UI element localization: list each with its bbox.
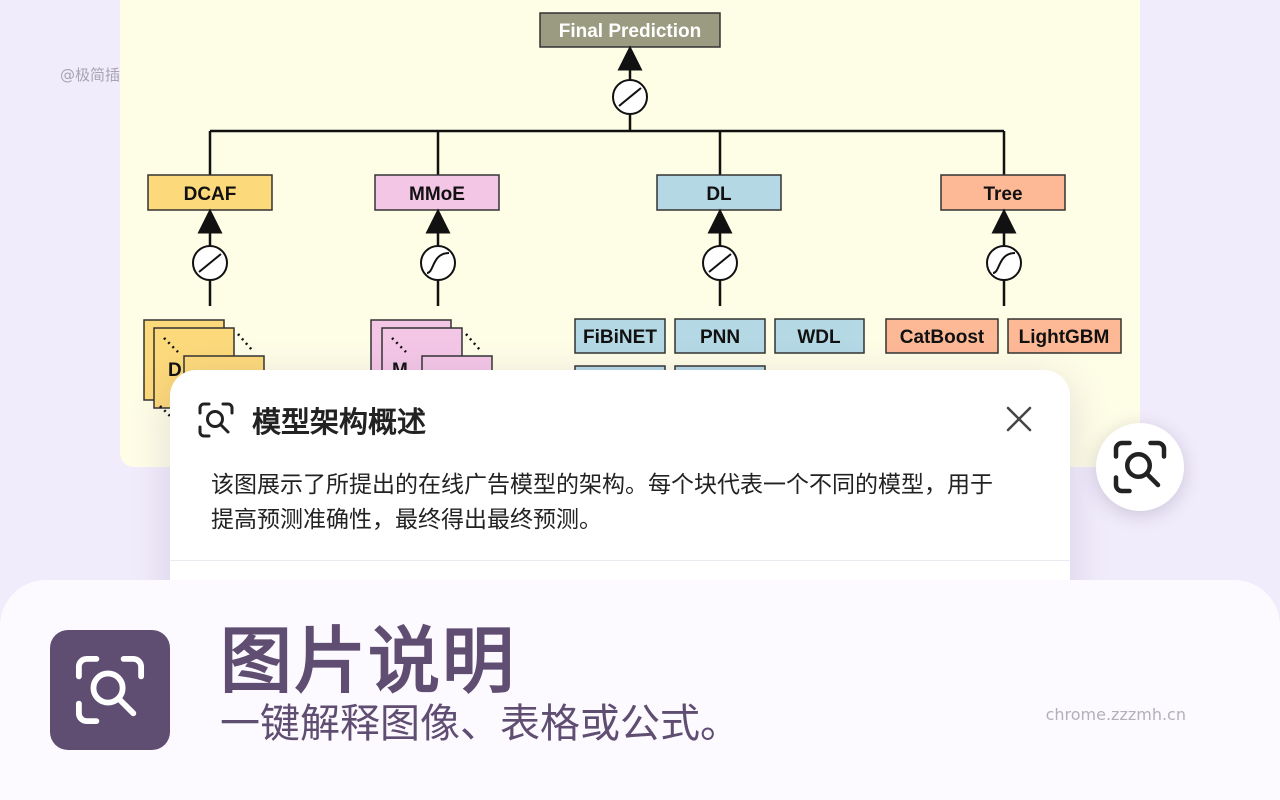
image-search-icon (75, 655, 145, 725)
dl-sub-box-fibinet (574, 318, 666, 354)
tree-sub-label-catboost: CatBoost (900, 327, 985, 348)
dl-sub-box-pnn (674, 318, 766, 354)
watermark-text: @极简插件 (60, 66, 136, 84)
aggregator-mmoe (420, 208, 456, 306)
popup-description: 该图展示了所提出的在线广告模型的架构。每个块代表一个不同的模型，用于提高预测准确… (211, 472, 993, 533)
aggregator-dcaf (192, 208, 228, 306)
dl-sub-box-wdl (774, 318, 865, 354)
popup-divider (170, 560, 1070, 561)
model-label-dl: DL (706, 184, 732, 205)
image-search-icon (1113, 440, 1167, 494)
popup-title: 模型架构概述 (252, 405, 427, 439)
feature-banner: 图片说明 一键解释图像、表格或公式。 chrome.zzzmh.cn (0, 580, 1280, 800)
dl-sub-label-wdl: WDL (797, 327, 841, 348)
dl-sub-label-fibinet: FiBiNET (583, 327, 657, 348)
aggregator-tree (986, 208, 1022, 306)
final-aggregator-stroke (618, 87, 642, 107)
site-url: chrome.zzzmh.cn (1045, 705, 1186, 724)
tree-sub-box-lightgbm (1007, 318, 1122, 354)
model-label-mmoe: MMoE (409, 184, 465, 205)
dl-sub-label-pnn: PNN (700, 327, 740, 348)
feature-title: 图片说明 (220, 619, 517, 703)
app-logo (50, 630, 170, 750)
model-box-dcaf (147, 174, 273, 211)
model-label-tree: Tree (983, 184, 1022, 205)
model-box-mmoe (374, 174, 500, 211)
popup-header: 模型架构概述 (198, 400, 426, 440)
close-icon[interactable] (1004, 404, 1034, 434)
tree-sub-label-lightgbm: LightGBM (1019, 327, 1110, 348)
final-prediction-box (539, 12, 721, 48)
final-prediction-label: Final Prediction (559, 21, 702, 42)
aggregator-dl (702, 208, 738, 306)
image-search-icon (198, 402, 234, 438)
image-search-button[interactable] (1096, 423, 1184, 511)
tree-sub-box-catboost (885, 318, 999, 354)
model-label-dcaf: DCAF (184, 184, 237, 205)
feature-subtitle: 一键解释图像、表格或公式。 (220, 701, 740, 747)
model-box-tree (940, 174, 1066, 211)
